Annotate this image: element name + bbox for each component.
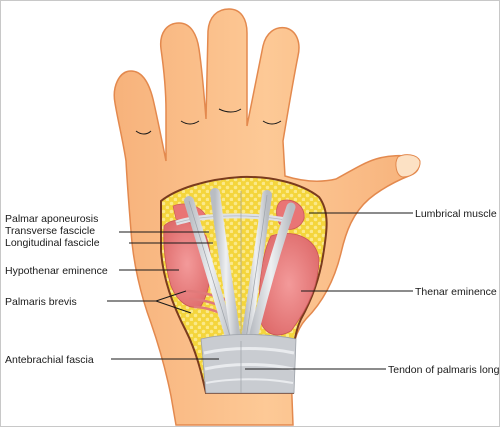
dissection-window [160, 175, 328, 394]
label-antebrachial-fascia: Antebrachial fascia [5, 354, 94, 366]
label-palmaris-brevis: Palmaris brevis [5, 296, 77, 308]
thumbnail-icon [395, 154, 421, 178]
palmar-aponeurosis [184, 186, 296, 351]
label-lumbrical-muscle: Lumbrical muscle [415, 208, 497, 220]
label-transverse-fascicle: Transverse fascicle [5, 225, 95, 237]
label-longitudinal-fascicle: Longitudinal fascicle [5, 237, 100, 249]
label-tendon-palmaris-longus: Tendon of palmaris longus [388, 364, 499, 376]
label-thenar-eminence: Thenar eminence [415, 286, 497, 298]
label-hypothenar-eminence: Hypothenar eminence [5, 265, 108, 277]
label-palmar-aponeurosis: Palmar aponeurosis [5, 213, 98, 225]
leader-lines [107, 212, 413, 370]
